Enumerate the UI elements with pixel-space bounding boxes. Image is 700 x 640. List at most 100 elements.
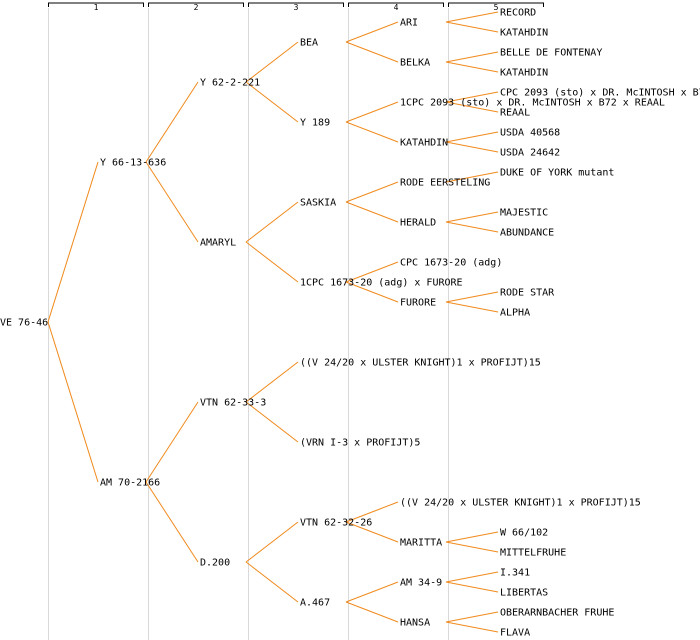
pedigree-edge [445, 291, 499, 303]
pedigree-edge [345, 201, 399, 223]
pedigree-node: ARI [400, 18, 418, 29]
pedigree-edge [445, 61, 499, 73]
pedigree-node: VE 76-46 [0, 318, 48, 329]
pedigree-edge [445, 131, 499, 143]
pedigree-edge [245, 241, 299, 283]
pedigree-edge [245, 401, 299, 443]
generation-header-1: 1 [48, 2, 144, 12]
pedigree-node: RODE STAR [500, 288, 555, 299]
pedigree-node: ABUNDANCE [500, 228, 554, 239]
pedigree-node: MITTELFRUHE [500, 548, 566, 559]
pedigree-node: SASKIA [300, 198, 336, 209]
pedigree-edge [445, 301, 499, 313]
generation-number: 4 [394, 3, 399, 12]
pedigree-node: LIBERTAS [500, 588, 548, 599]
pedigree-edge [445, 211, 499, 223]
pedigree-edge [345, 101, 399, 123]
generation-header-4: 4 [348, 2, 444, 12]
pedigree-node: MARITTA [400, 538, 442, 549]
generation-number: 3 [294, 3, 299, 12]
pedigree-edge [145, 401, 199, 483]
pedigree-node: REAAL [500, 108, 530, 119]
pedigree-node: VTN 62-32-26 [300, 518, 372, 529]
pedigree-node: I.341 [500, 568, 530, 579]
pedigree-edge [245, 81, 299, 123]
pedigree-edges [47, 11, 499, 633]
pedigree-edge [345, 41, 399, 63]
pedigree-node: MAJESTIC [500, 208, 548, 219]
pedigree-node: VTN 62-33-3 [200, 398, 266, 409]
pedigree-node: BELLE DE FONTENAY [500, 48, 602, 59]
pedigree-edge [345, 281, 399, 303]
pedigree-node: ALPHA [500, 308, 530, 319]
pedigree-node: FURORE [400, 298, 436, 309]
pedigree-edge [345, 501, 399, 523]
pedigree-edge [245, 201, 299, 243]
pedigree-node: USDA 24642 [500, 148, 560, 159]
pedigree-node: Y 62-2-221 [200, 78, 260, 89]
pedigree-edge [445, 141, 499, 153]
pedigree-edge [445, 11, 499, 23]
pedigree-edge [245, 41, 299, 83]
pedigree-edge [445, 171, 499, 183]
pedigree-edge [445, 541, 499, 553]
generation-header-2: 2 [148, 2, 244, 12]
pedigree-node: D.200 [200, 558, 230, 569]
pedigree-edge [145, 481, 199, 563]
pedigree-edge [445, 611, 499, 623]
pedigree-node: 1CPC 2093 (sto) x DR. McINTOSH x B72 x R… [400, 98, 665, 109]
pedigree-edge [445, 101, 499, 113]
pedigree-node: 1CPC 1673-20 (adg) x FURORE [300, 278, 463, 289]
pedigree-node: USDA 40568 [500, 128, 560, 139]
generation-grid: 1 2 3 4 5 [48, 2, 544, 640]
pedigree-edge [145, 81, 199, 163]
pedigree-node: HANSA [400, 618, 430, 629]
generation-header-5: 5 [448, 2, 544, 12]
pedigree-edge [445, 621, 499, 633]
pedigree-node: ((V 24/20 x ULSTER KNIGHT)1 x PROFIJT)15 [400, 498, 641, 509]
pedigree-edge [145, 161, 199, 243]
generation-number: 1 [94, 3, 99, 12]
pedigree-node: Y 66-13-636 [100, 158, 166, 169]
pedigree-node: W 66/102 [500, 528, 548, 539]
pedigree-node: KATAHDIN [500, 28, 548, 39]
pedigree-edge [345, 181, 399, 203]
pedigree-edge [345, 261, 399, 283]
pedigree-node: ((V 24/20 x ULSTER KNIGHT)1 x PROFIJT)15 [300, 358, 541, 369]
pedigree-edge [345, 581, 399, 603]
pedigree-node: OBERARNBACHER FRUHE [500, 608, 614, 619]
pedigree-node: KATAHDIN [500, 68, 548, 79]
pedigree-edge [445, 581, 499, 593]
pedigree-edge [245, 521, 299, 563]
pedigree-node: CPC 1673-20 (adg) [400, 258, 502, 269]
pedigree-edge [345, 121, 399, 143]
pedigree-edge [445, 51, 499, 63]
pedigree-edge [47, 161, 99, 323]
pedigree-node: AMARYL [200, 238, 236, 249]
generation-number: 5 [494, 3, 499, 12]
pedigree-edge [345, 521, 399, 543]
pedigree-edge [345, 601, 399, 623]
pedigree-edge [445, 221, 499, 233]
pedigree-edge [445, 531, 499, 543]
pedigree-node: Y 189 [300, 118, 330, 129]
pedigree-edge [245, 561, 299, 603]
pedigree-node: BELKA [400, 58, 430, 69]
pedigree-node: KATAHDIN [400, 138, 448, 149]
pedigree-node: BEA [300, 38, 318, 49]
pedigree-node: RODE EERSTELING [400, 178, 490, 189]
pedigree-edge [47, 321, 99, 483]
pedigree-node: (VRN I-3 x PROFIJT)5 [300, 438, 420, 449]
pedigree-edge [445, 571, 499, 583]
pedigree-node: HERALD [400, 218, 436, 229]
pedigree-node: AM 70-2166 [100, 478, 160, 489]
generation-header-3: 3 [248, 2, 344, 12]
generation-number: 2 [194, 3, 199, 12]
pedigree-node: CPC 2093 (sto) x DR. McINTOSH x B72 x [500, 88, 700, 99]
pedigree-node: A.467 [300, 598, 330, 609]
pedigree-edge [445, 21, 499, 33]
pedigree-node: AM 34-9 [400, 578, 442, 589]
pedigree-edge [345, 21, 399, 43]
